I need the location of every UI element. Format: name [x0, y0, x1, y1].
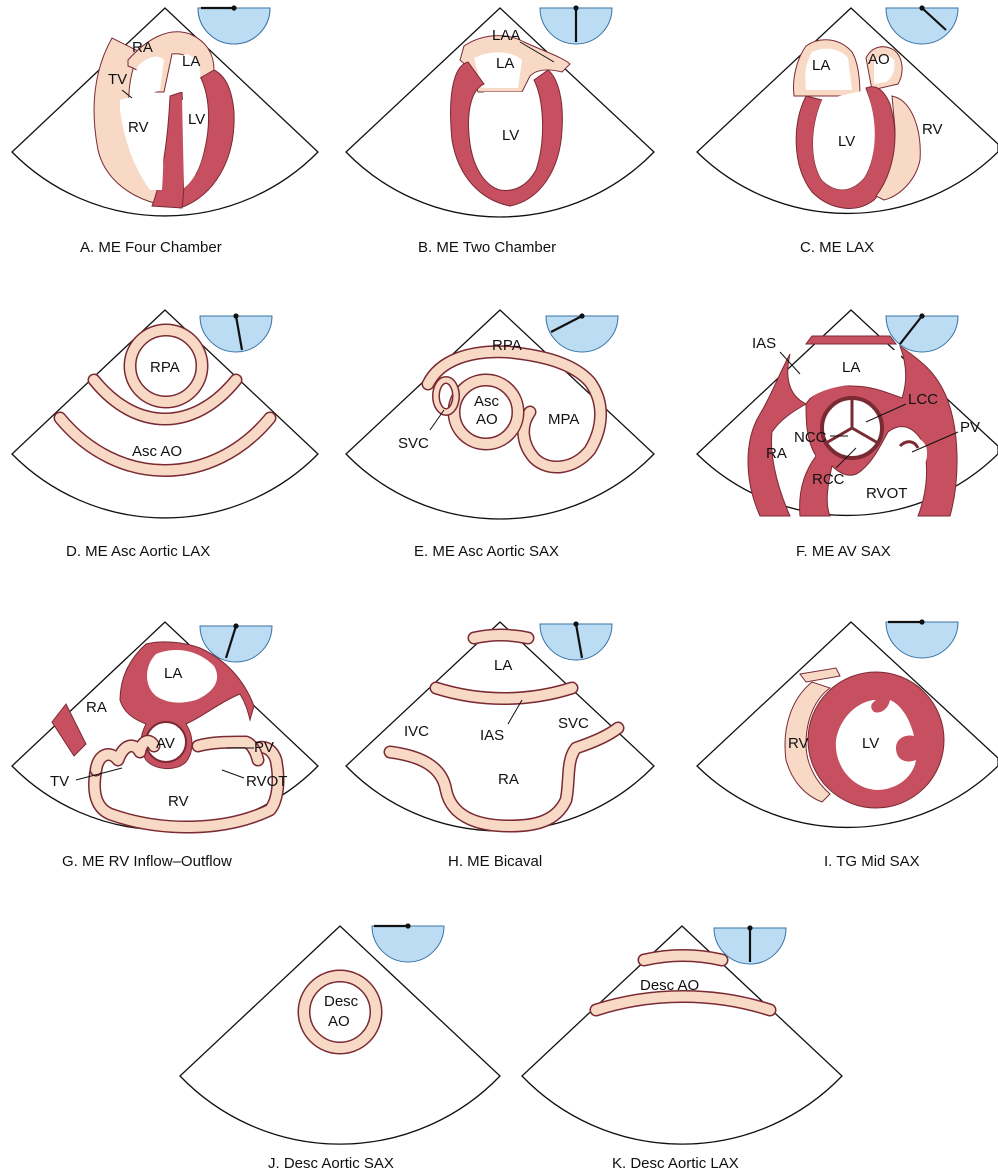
view-c-label-1: LA [812, 57, 830, 74]
view-j-label-1: Desc [324, 993, 359, 1010]
view-c: LA AO LV RV C. ME LAX [697, 5, 998, 256]
view-f-label-7: RCC [812, 471, 845, 488]
view-f: IAS LA LCC NCC PV RA RCC RVOT F. ME AV S… [697, 310, 998, 560]
view-i-label-1: RV [788, 735, 809, 752]
view-j-sector [180, 926, 500, 1144]
view-k-caption: K. Desc Aortic LAX [612, 1155, 739, 1172]
view-c-caption: C. ME LAX [800, 239, 874, 256]
view-f-label-6: RA [766, 445, 787, 462]
view-g-caption: G. ME RV Inflow–Outflow [62, 853, 232, 870]
view-g-label-7: RV [168, 793, 189, 810]
view-h-label-4: IAS [480, 727, 504, 744]
view-h-caption: H. ME Bicaval [448, 853, 542, 870]
view-g-label-3: AV [156, 735, 175, 752]
view-h-label-3: SVC [558, 715, 589, 732]
view-h-label-5: RA [498, 771, 519, 788]
view-f-label-4: NCC [794, 429, 827, 446]
view-c-label-4: RV [922, 121, 943, 138]
view-a-probe-gauge [198, 5, 270, 44]
view-g: LA RA AV PV TV RVOT RV G. ME RV Inflow–O… [12, 622, 318, 870]
view-g-label-6: RVOT [246, 773, 287, 790]
view-a-label-2: LA [182, 53, 200, 70]
view-e-label-4: SVC [398, 435, 429, 452]
view-i: RV LV I. TG Mid SAX [697, 619, 998, 870]
view-a-label-3: TV [108, 71, 127, 88]
view-i-caption: I. TG Mid SAX [824, 853, 920, 870]
view-a-label-5: LV [188, 111, 205, 128]
view-f-probe-gauge [886, 313, 958, 352]
view-e-probe-gauge [546, 313, 618, 352]
view-f-label-5: PV [960, 419, 980, 436]
view-d-probe-gauge [200, 313, 272, 352]
view-e-label-3: AO [476, 411, 498, 428]
view-a-label-1: RA [132, 39, 153, 56]
view-c-label-2: AO [868, 51, 890, 68]
view-h: LA IVC SVC IAS RA H. ME Bicaval [346, 621, 654, 870]
view-e-label-1: RPA [492, 337, 522, 354]
view-e-caption: E. ME Asc Aortic SAX [414, 543, 559, 560]
view-d-label-2: Asc AO [132, 443, 182, 460]
view-g-label-5: TV [50, 773, 69, 790]
view-e-label-5: MPA [548, 411, 579, 428]
view-b: LAA LA LV B. ME Two Chamber [346, 5, 654, 256]
view-h-probe-gauge [540, 621, 612, 660]
view-e-label-2: Asc [474, 393, 500, 410]
view-a-caption: A. ME Four Chamber [80, 239, 222, 256]
view-c-label-3: LV [838, 133, 855, 150]
view-b-caption: B. ME Two Chamber [418, 239, 556, 256]
view-b-probe-gauge [540, 5, 612, 44]
view-j-label-2: AO [328, 1013, 350, 1030]
view-h-label-1: LA [494, 657, 512, 674]
view-k: Desc AO K. Desc Aortic LAX [522, 925, 842, 1172]
view-j-probe-gauge [372, 923, 444, 962]
view-f-label-8: RVOT [866, 485, 907, 502]
view-f-label-2: LA [842, 359, 860, 376]
view-i-label-2: LV [862, 735, 879, 752]
view-f-label-1: IAS [752, 335, 776, 352]
view-c-probe-gauge [886, 5, 958, 44]
view-d-caption: D. ME Asc Aortic LAX [66, 543, 210, 560]
view-f-caption: F. ME AV SAX [796, 543, 891, 560]
view-f-label-3: LCC [908, 391, 938, 408]
view-b-label-1: LAA [492, 27, 520, 44]
view-g-label-4: PV [254, 739, 274, 756]
view-b-label-3: LV [502, 127, 519, 144]
view-d: RPA Asc AO D. ME Asc Aortic LAX [12, 310, 318, 560]
view-a-label-4: RV [128, 119, 149, 136]
view-e: RPA Asc AO SVC MPA E. ME Asc Aortic SAX [346, 310, 654, 560]
view-d-label-1: RPA [150, 359, 180, 376]
view-i-probe-gauge [886, 619, 958, 658]
view-j: Desc AO J. Desc Aortic SAX [180, 923, 500, 1172]
view-a: RA LA TV RV LV A. ME Four Chamber [12, 5, 318, 256]
view-j-caption: J. Desc Aortic SAX [268, 1155, 394, 1172]
view-h-label-2: IVC [404, 723, 429, 740]
view-g-label-2: RA [86, 699, 107, 716]
view-k-label-1: Desc AO [640, 977, 699, 994]
view-b-label-2: LA [496, 55, 514, 72]
view-g-label-1: LA [164, 665, 182, 682]
